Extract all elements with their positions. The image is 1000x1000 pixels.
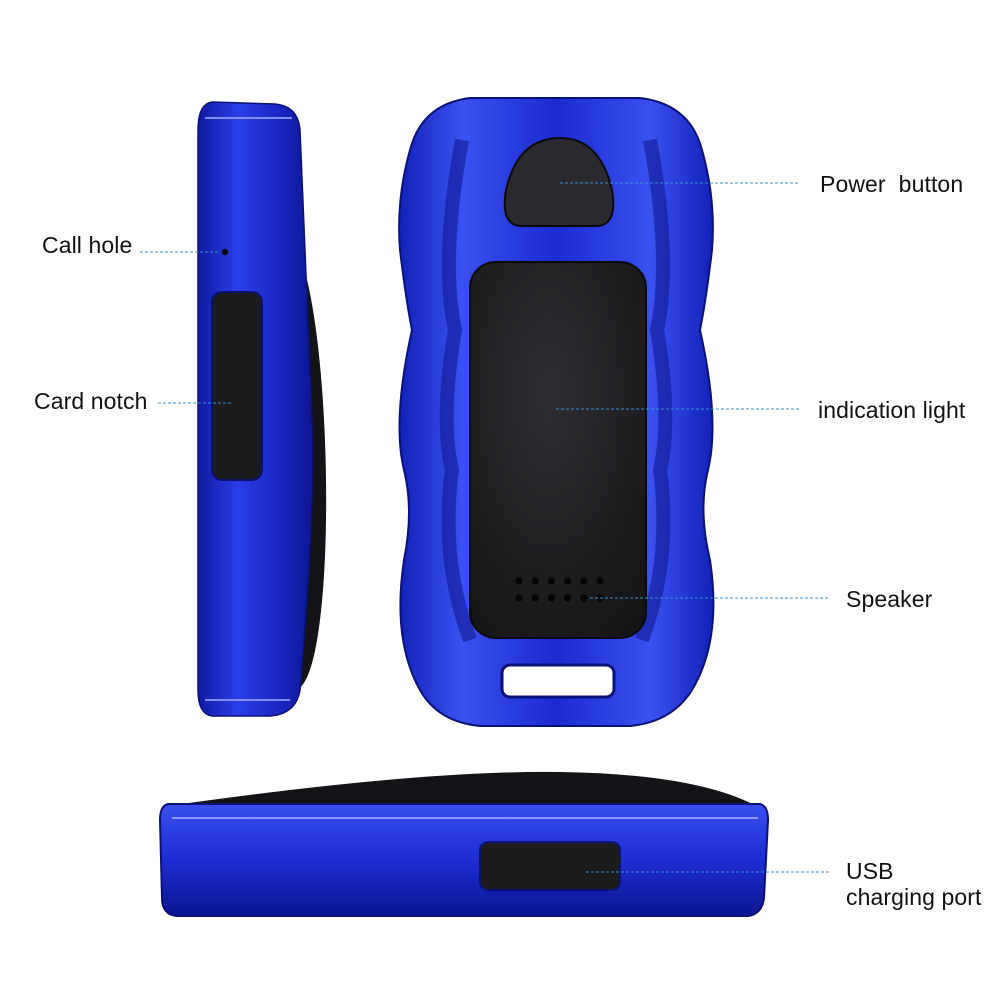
- speaker-hole: [580, 594, 588, 602]
- speaker-hole: [596, 577, 604, 585]
- speaker-hole: [515, 594, 523, 602]
- speaker-hole: [547, 577, 556, 585]
- bottom-view-top-face: [168, 771, 760, 808]
- speaker-hole: [564, 594, 572, 602]
- side-view-device: [197, 101, 327, 717]
- call-hole-icon: [221, 248, 229, 256]
- leader-lines: [140, 182, 830, 873]
- indication-light-label: indication light: [818, 397, 966, 423]
- card-notch-slot: [211, 291, 263, 481]
- speaker-hole: [531, 577, 539, 585]
- usb-charging-port-label: USB charging port: [846, 858, 982, 910]
- usb-label-line-2: charging port: [846, 884, 982, 910]
- power-button-icon: [503, 136, 615, 227]
- speaker-grille: [515, 577, 604, 602]
- usb-port: [479, 841, 621, 891]
- bottom-view-device: [158, 771, 770, 917]
- call-hole-label: Call hole: [42, 232, 133, 258]
- speaker-hole: [564, 577, 572, 585]
- speaker-hole: [547, 594, 556, 602]
- lanyard-slot: [500, 663, 616, 699]
- speaker-hole: [515, 577, 523, 585]
- usb-label-line-1: USB: [846, 858, 894, 884]
- card-notch-label: Card notch: [34, 388, 148, 414]
- front-panel: [469, 261, 647, 639]
- front-view-device: [398, 97, 715, 727]
- front-view-right-channel: [635, 138, 673, 643]
- front-view-left-channel: [439, 138, 477, 643]
- power-button-label: Power button: [820, 171, 964, 197]
- speaker-label: Speaker: [846, 586, 933, 612]
- speaker-hole: [531, 594, 539, 602]
- speaker-hole: [580, 577, 588, 585]
- bottom-view-body: [158, 803, 770, 917]
